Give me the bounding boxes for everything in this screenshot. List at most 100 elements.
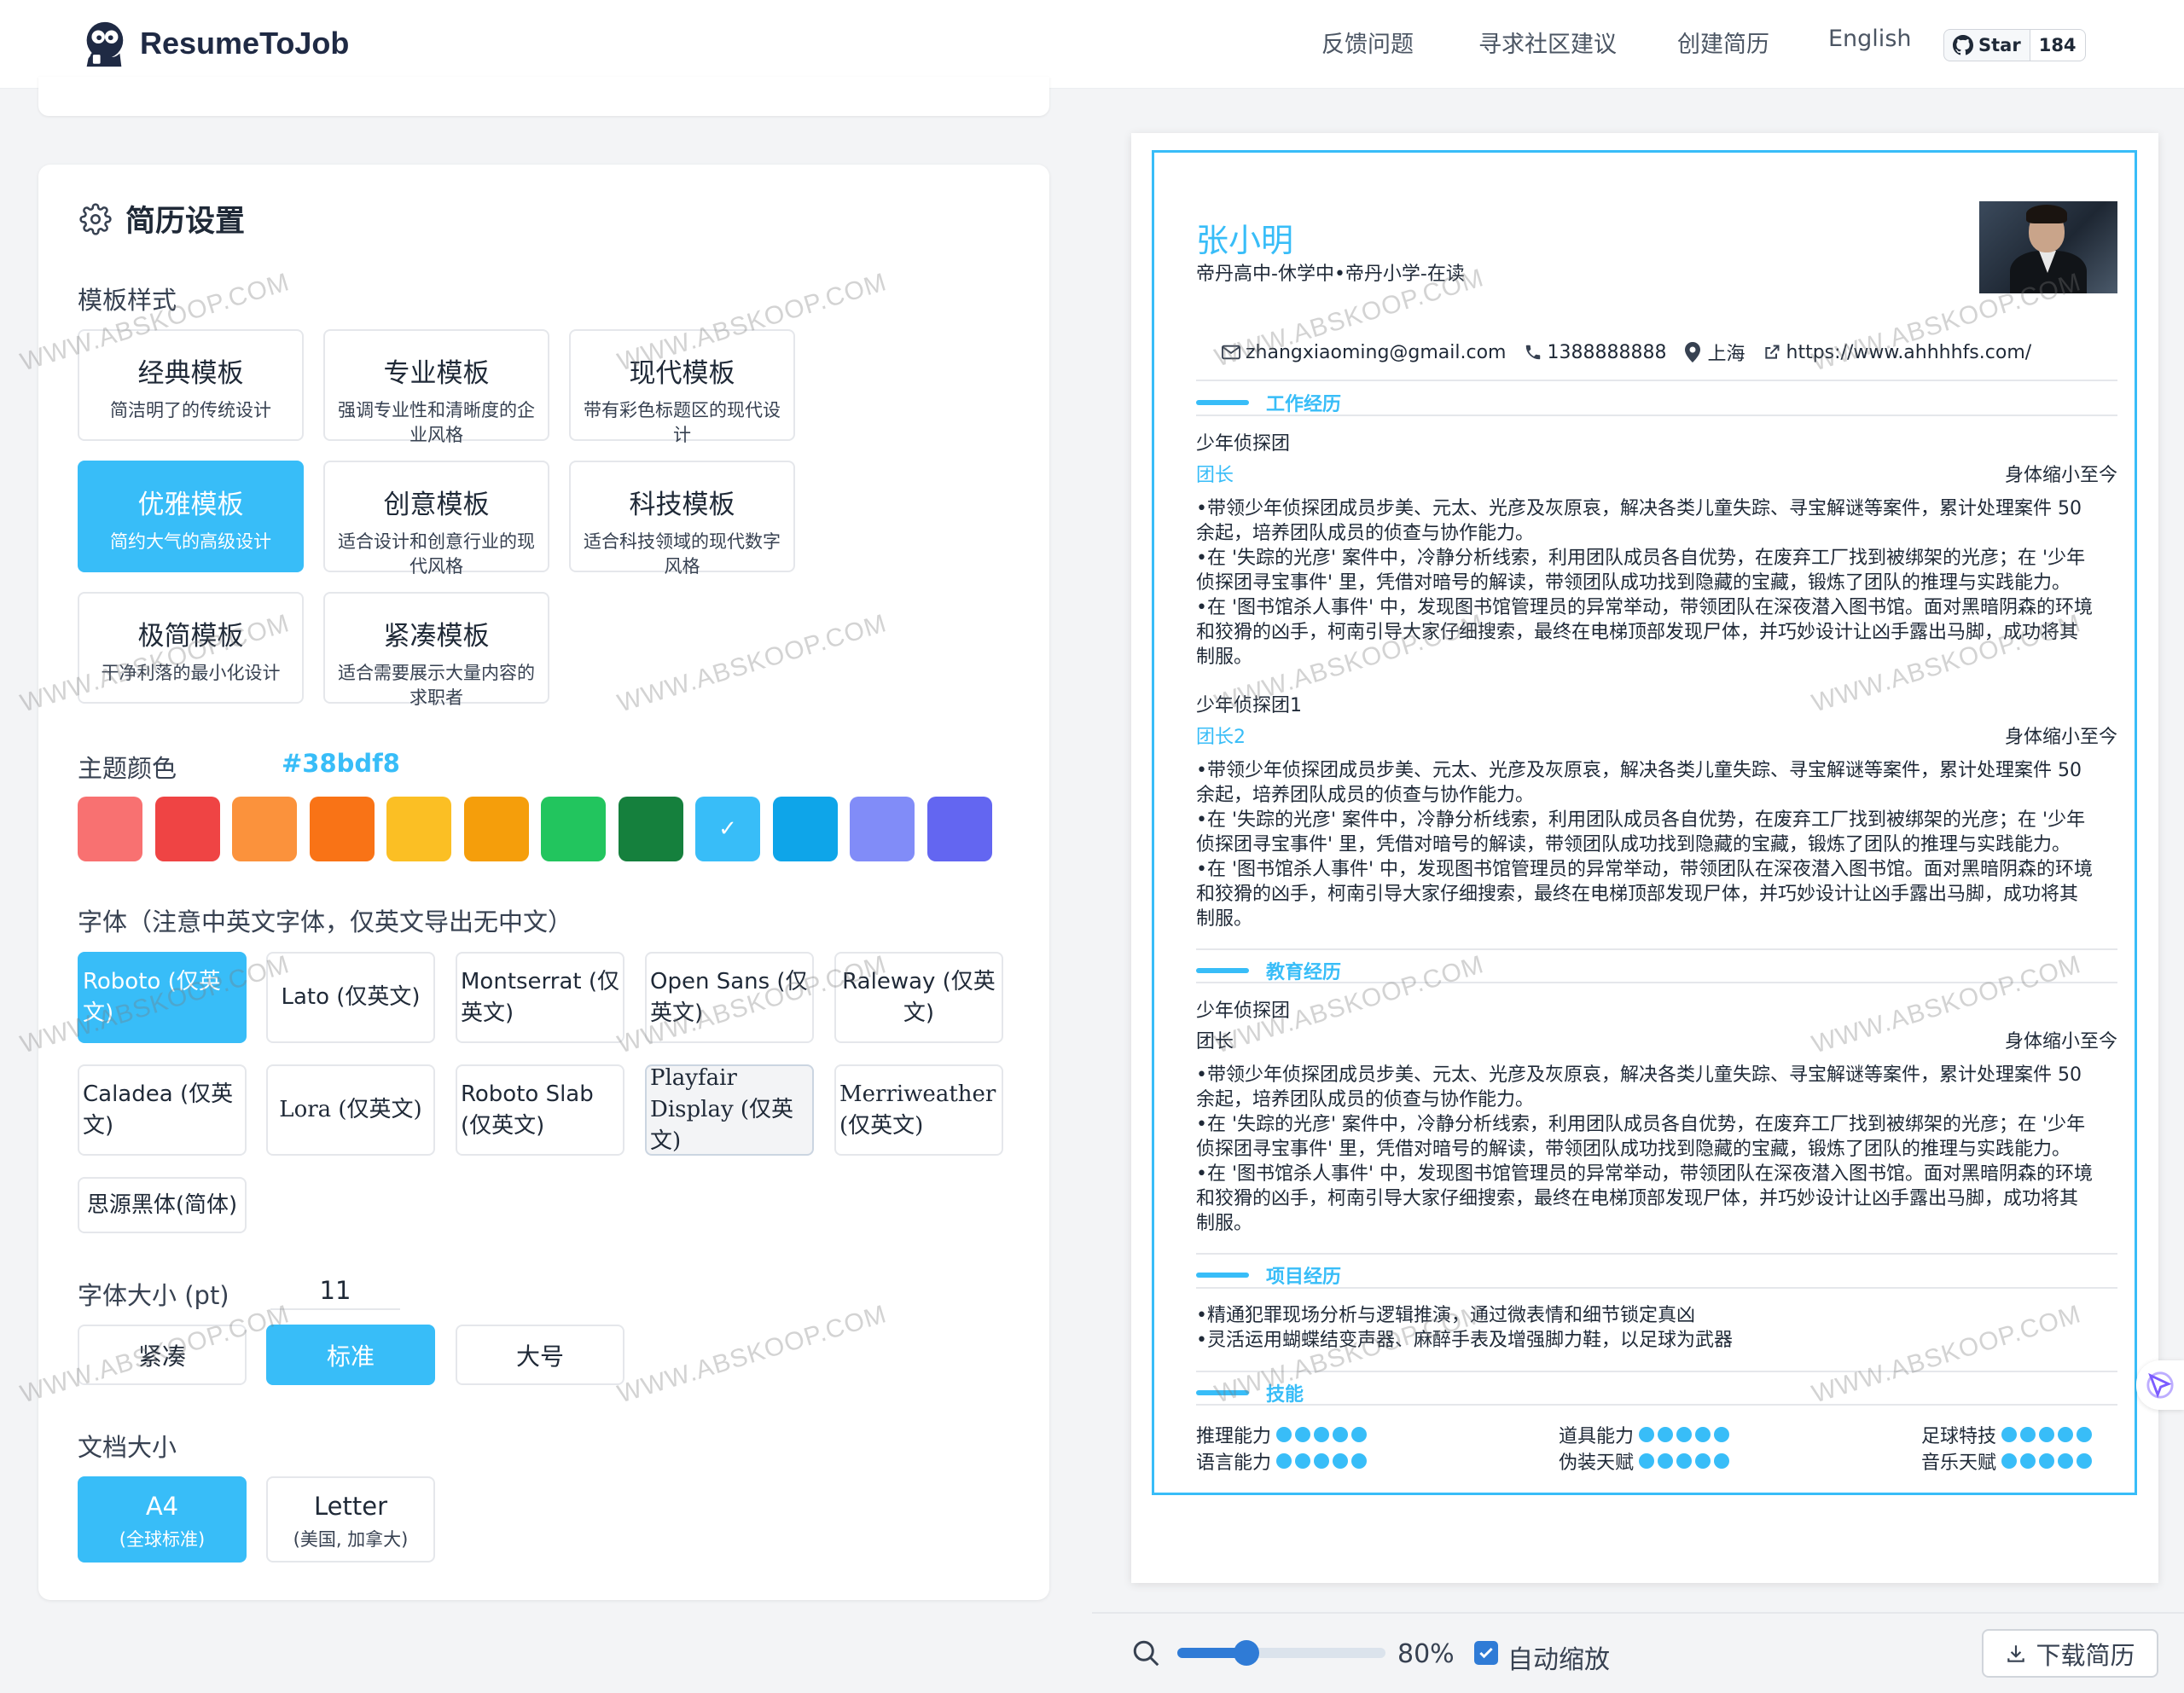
skill-dot bbox=[1333, 1427, 1349, 1442]
font-size-input[interactable]: 11 bbox=[270, 1276, 400, 1310]
zoom-slider[interactable] bbox=[1177, 1640, 1385, 1666]
size-large-button[interactable]: 大号 bbox=[456, 1325, 624, 1385]
font-source-han-sans[interactable]: 思源黑体(简体) bbox=[78, 1177, 247, 1233]
github-icon bbox=[1953, 35, 1973, 55]
font-playfair-display[interactable]: Playfair Display (仅英文) bbox=[645, 1064, 814, 1156]
nav-feedback[interactable]: 反馈问题 bbox=[1321, 32, 1414, 58]
brand-logo[interactable]: ResumeToJob bbox=[77, 17, 349, 70]
brand-name: ResumeToJob bbox=[140, 26, 350, 61]
font-merriweather[interactable]: Merriweather (仅英文) bbox=[834, 1064, 1003, 1156]
font-montserrat[interactable]: Montserrat (仅英文) bbox=[456, 952, 624, 1043]
section-projects: 项目经历 bbox=[1196, 1261, 1341, 1289]
font-size-label: 字体大小 (pt) bbox=[78, 1281, 229, 1310]
font-raleway[interactable]: Raleway (仅英文) bbox=[834, 952, 1003, 1043]
font-lato[interactable]: Lato (仅英文) bbox=[266, 952, 435, 1043]
template-section-label: 模板样式 bbox=[78, 286, 177, 315]
doc-size-label: 文档大小 bbox=[78, 1433, 177, 1462]
color-swatch[interactable] bbox=[772, 797, 838, 861]
skill-dot bbox=[1333, 1453, 1349, 1469]
template-elegant[interactable]: 优雅模板简约大气的高级设计 bbox=[78, 461, 304, 572]
nav-language[interactable]: English bbox=[1828, 26, 1912, 52]
color-swatch[interactable] bbox=[232, 797, 297, 861]
contact-location: 上海 bbox=[1707, 344, 1745, 365]
skill-dot bbox=[2001, 1453, 2018, 1469]
profile-photo bbox=[1979, 201, 2117, 293]
skill-dot bbox=[1276, 1453, 1292, 1469]
work-org: 少年侦探团 bbox=[1196, 433, 1291, 455]
skill-dot bbox=[2058, 1453, 2074, 1469]
color-swatch[interactable] bbox=[850, 797, 915, 861]
size-compact-button[interactable]: 紧凑 bbox=[78, 1325, 247, 1385]
skill-dot bbox=[1314, 1453, 1330, 1469]
github-star-button[interactable]: Star 184 bbox=[1943, 29, 2086, 61]
skill-item: 伪装天赋 bbox=[1559, 1447, 1730, 1475]
side-feedback-tab[interactable] bbox=[2136, 1360, 2184, 1410]
skill-item: 语言能力 bbox=[1196, 1447, 1368, 1475]
skill-item: 推理能力 bbox=[1196, 1421, 1368, 1448]
color-swatch[interactable] bbox=[154, 797, 220, 861]
work-org: 少年侦探团1 bbox=[1196, 695, 1302, 716]
doc-letter-button[interactable]: Letter(美国, 加拿大) bbox=[266, 1476, 435, 1563]
color-swatch[interactable] bbox=[386, 797, 451, 861]
top-header: ResumeToJob 反馈问题 寻求社区建议 创建简历 English Sta… bbox=[0, 0, 2184, 89]
skill-dot bbox=[2039, 1453, 2055, 1469]
template-classic[interactable]: 经典模板简洁明了的传统设计 bbox=[78, 329, 304, 441]
skill-dot bbox=[1295, 1427, 1311, 1442]
skill-dot bbox=[2058, 1427, 2074, 1442]
contact-email: zhangxiaoming@gmail.com bbox=[1246, 341, 1507, 363]
skill-dot bbox=[2020, 1453, 2036, 1469]
nav-community[interactable]: 寻求社区建议 bbox=[1478, 32, 1617, 58]
phone-icon bbox=[1522, 343, 1544, 362]
font-open-sans[interactable]: Open Sans (仅英文) bbox=[645, 952, 814, 1043]
color-swatch[interactable] bbox=[541, 797, 606, 861]
color-swatch[interactable] bbox=[78, 797, 142, 861]
template-modern[interactable]: 现代模板带有彩色标题区的现代设计 bbox=[569, 329, 795, 445]
font-caladea[interactable]: Caladea (仅英文) bbox=[78, 1064, 247, 1156]
skill-dot bbox=[1351, 1453, 1368, 1469]
doc-a4-button[interactable]: A4(全球标准) bbox=[78, 1476, 247, 1563]
color-swatch[interactable] bbox=[618, 797, 683, 861]
preview-toolbar: 80% 自动缩放 下载简历 bbox=[1092, 1612, 2184, 1693]
font-roboto-slab[interactable]: Roboto Slab (仅英文) bbox=[456, 1064, 624, 1156]
nav-create-resume[interactable]: 创建简历 bbox=[1677, 32, 1769, 58]
skill-dot bbox=[1676, 1427, 1693, 1442]
skill-dot bbox=[2020, 1427, 2036, 1442]
skill-dot bbox=[1276, 1427, 1292, 1442]
github-star-label: Star bbox=[1978, 35, 2021, 55]
font-lora[interactable]: Lora (仅英文) bbox=[266, 1064, 435, 1156]
skill-item: 足球特技 bbox=[1921, 1421, 2093, 1448]
zoom-slider-handle[interactable] bbox=[1233, 1640, 1259, 1666]
color-hex-value: #38bdf8 bbox=[282, 749, 400, 778]
resume-preview: 张小明 帝丹高中-休学中•帝丹小学-在读 zhangxiaoming@gmail… bbox=[1131, 133, 2158, 1583]
auto-zoom-checkbox[interactable] bbox=[1474, 1641, 1498, 1665]
skill-dot bbox=[2039, 1427, 2055, 1442]
font-roboto[interactable]: Roboto (仅英文) bbox=[78, 952, 247, 1043]
skill-item: 道具能力 bbox=[1559, 1421, 1730, 1448]
template-tech[interactable]: 科技模板适合科技领域的现代数字风格 bbox=[569, 461, 795, 577]
skill-dot bbox=[1714, 1427, 1730, 1442]
github-star-count: 184 bbox=[2030, 29, 2086, 61]
template-creative[interactable]: 创意模板适合设计和创意行业的现代风格 bbox=[323, 461, 549, 577]
skill-dot bbox=[1295, 1453, 1311, 1469]
template-minimal[interactable]: 极简模板干净利落的最小化设计 bbox=[78, 592, 304, 704]
download-resume-button[interactable]: 下载简历 bbox=[1982, 1629, 2158, 1678]
skill-dot bbox=[1658, 1453, 1674, 1469]
color-swatch[interactable] bbox=[309, 797, 375, 861]
skill-dot bbox=[1695, 1453, 1711, 1469]
skill-dot bbox=[2077, 1453, 2093, 1469]
color-swatch[interactable] bbox=[463, 797, 529, 861]
skill-dot bbox=[1639, 1453, 1655, 1469]
template-professional[interactable]: 专业模板强调专业性和清晰度的企业风格 bbox=[323, 329, 549, 445]
zoom-icon bbox=[1133, 1640, 1159, 1667]
template-compact[interactable]: 紧凑模板适合需要展示大量内容的求职者 bbox=[323, 592, 549, 708]
auto-zoom-label[interactable]: 自动缩放 bbox=[1507, 1645, 1610, 1675]
contact-website[interactable]: https://www.ahhhhfs.com/ bbox=[1786, 341, 2032, 363]
logo-icon bbox=[86, 21, 124, 67]
skill-rating bbox=[1639, 1453, 1730, 1469]
skill-rating bbox=[2001, 1427, 2093, 1442]
size-standard-button[interactable]: 标准 bbox=[266, 1325, 435, 1385]
work-role: 团长2 bbox=[1196, 727, 1246, 748]
color-swatch[interactable] bbox=[926, 797, 992, 861]
section-work: 工作经历 bbox=[1196, 389, 1341, 416]
color-swatch-selected[interactable]: ✓ bbox=[695, 797, 760, 861]
